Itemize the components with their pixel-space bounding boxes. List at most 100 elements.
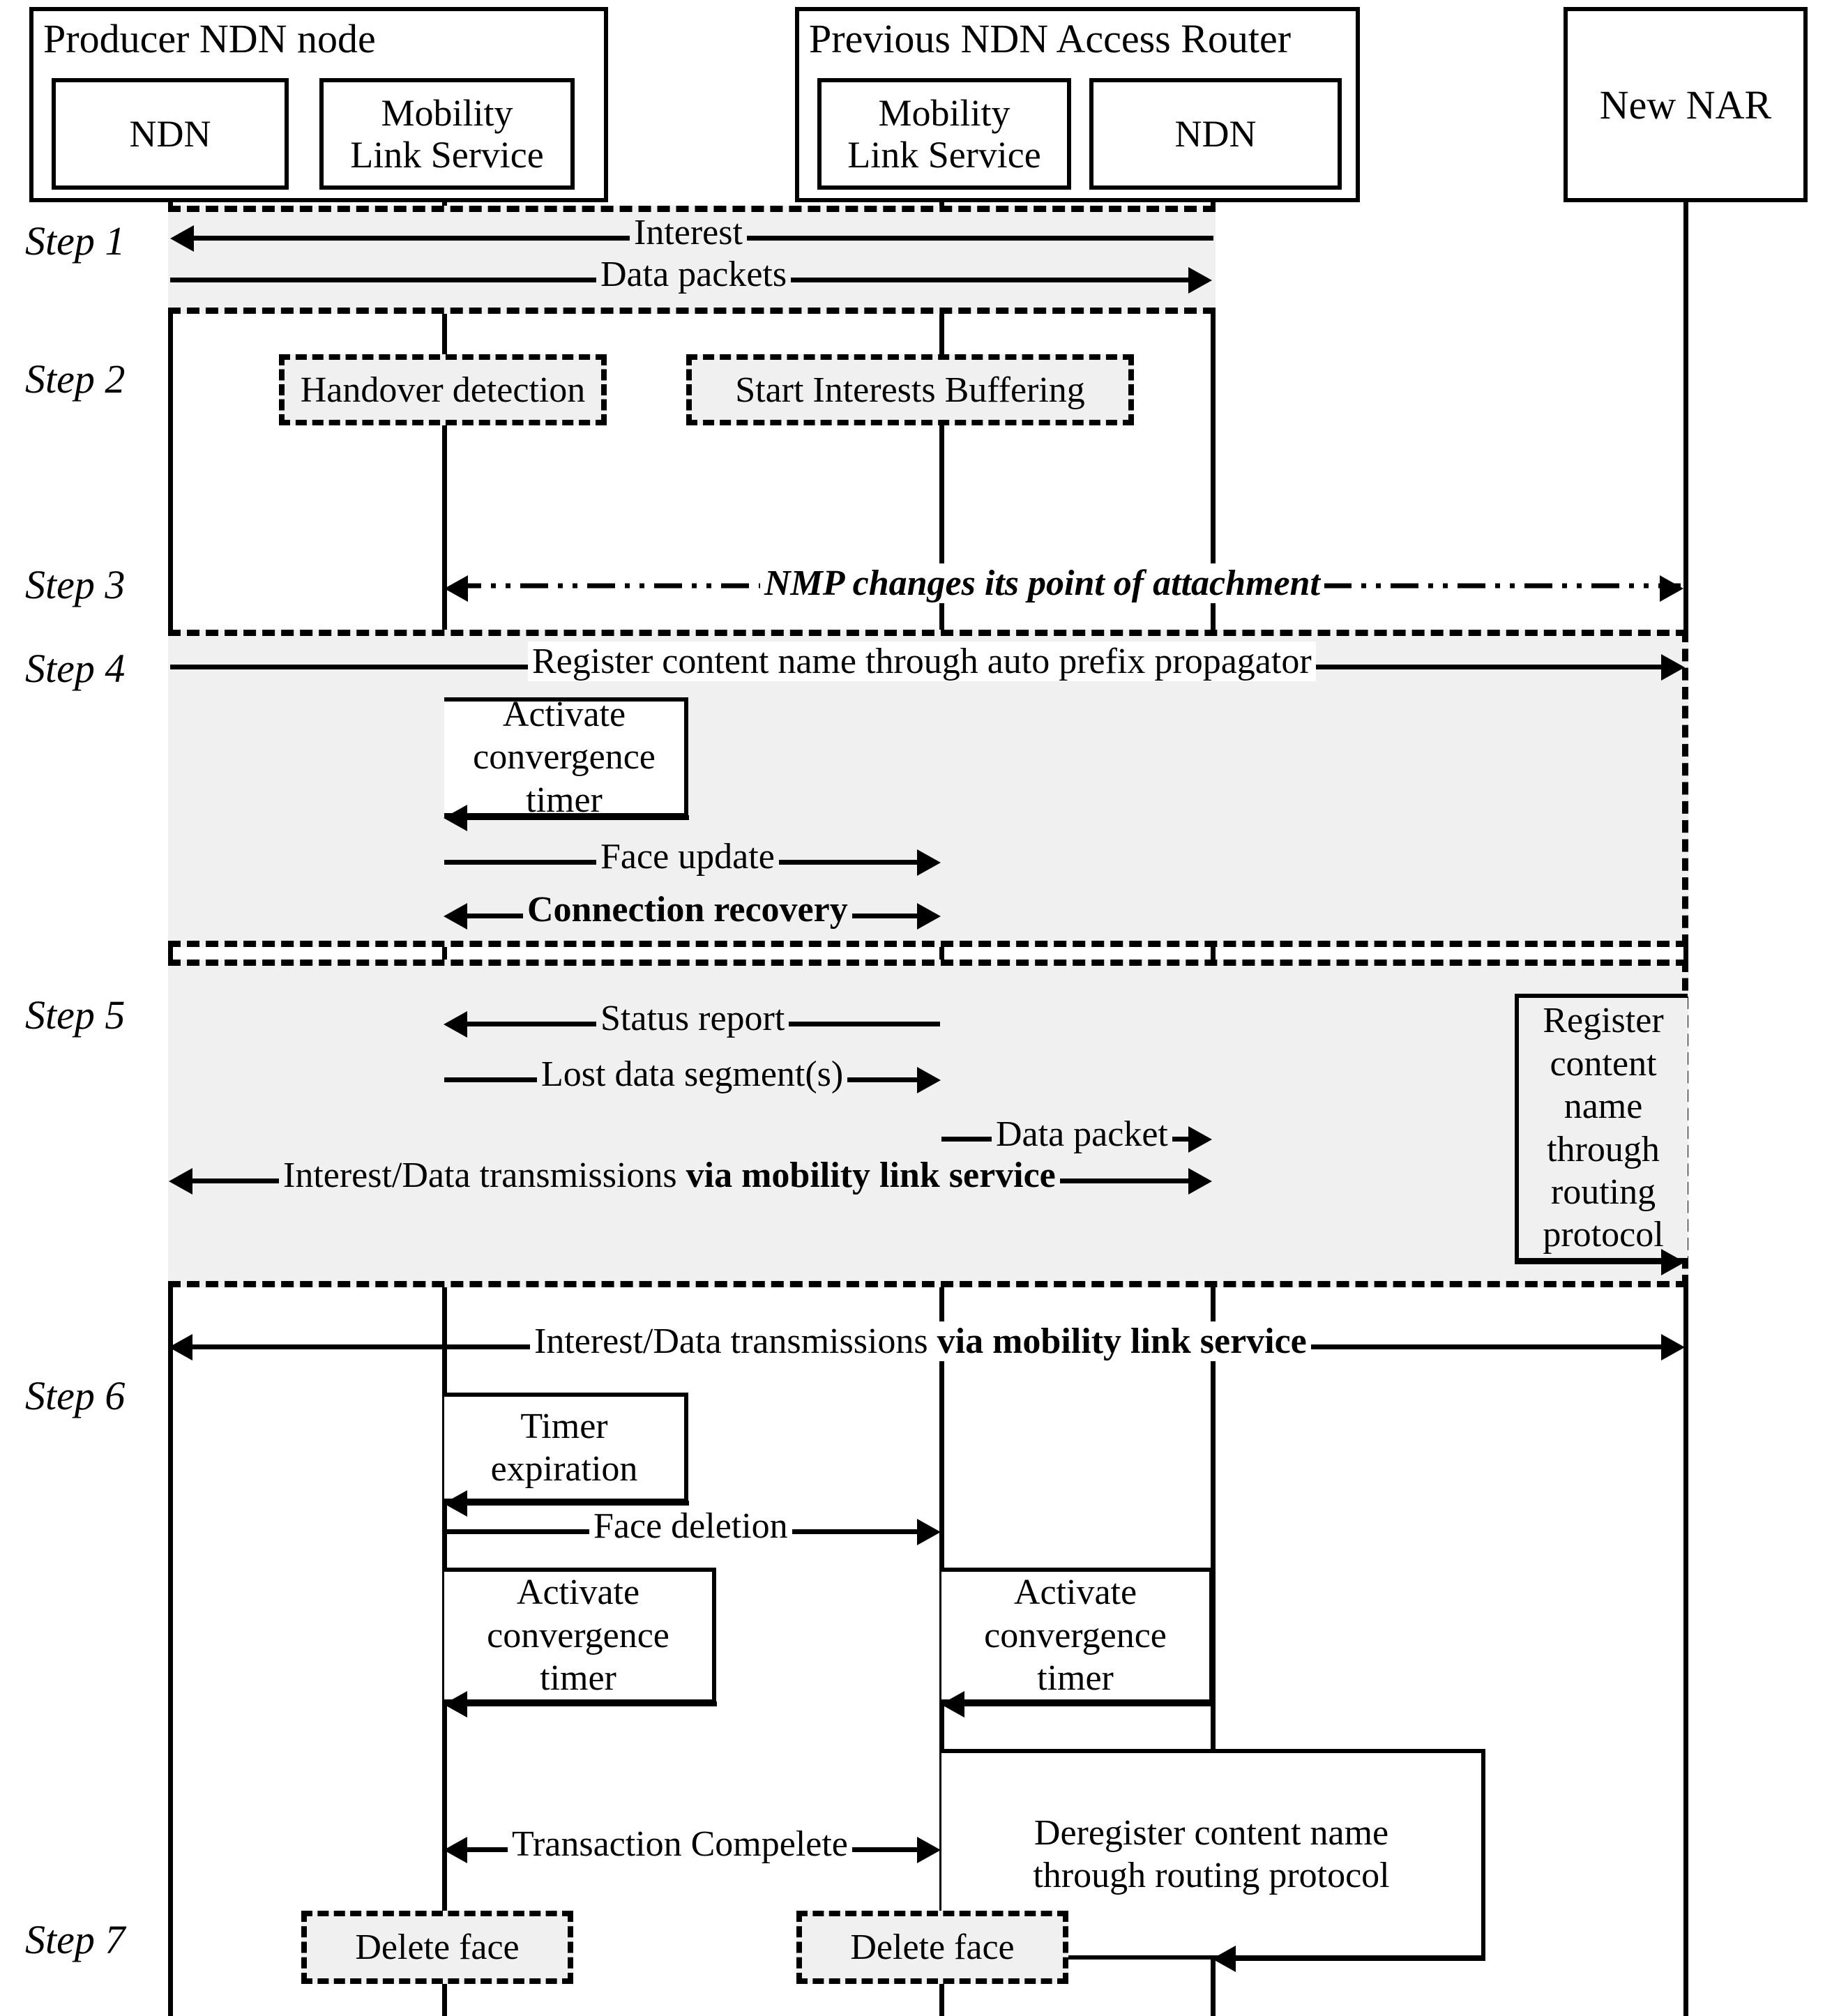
note-delete-face-right-label: Delete face: [850, 1927, 1015, 1967]
message-status-report-label: Status report: [596, 999, 789, 1039]
message-lost-data-segments-label: Lost data segment(s): [537, 1054, 848, 1095]
message-data-packets-label: Data packets: [596, 255, 792, 295]
step-label-step2: Step 2: [25, 356, 126, 402]
note-activate-convergence-timer-3-line1: Activate: [1013, 1572, 1137, 1613]
message-status-report-arrowhead: [444, 1011, 467, 1038]
message-interest-data-tx-a-label-bold: via mobility link service: [686, 1155, 1056, 1195]
message-nmp-change-label: NMP changes its point of attachment: [760, 563, 1324, 604]
message-interest-data-tx-a-label: Interest/Data transmissions via mobility…: [279, 1155, 1060, 1196]
lane-label-pnar-mls-line2: Link Service: [847, 134, 1041, 176]
message-nmp-change-arrowhead-right: [1660, 575, 1683, 602]
note-activate-convergence-timer-3: Activate convergence timer: [941, 1568, 1213, 1704]
message-connection-recovery-arrowhead-right: [917, 903, 941, 930]
note-activate-convergence-timer-3-line3: timer: [1037, 1658, 1114, 1699]
step-label-step6: Step 6: [25, 1373, 126, 1418]
lane-label-producer-mls-line1: Mobility: [381, 91, 513, 134]
message-interest-data-tx-a-arrowhead-right: [1188, 1168, 1212, 1195]
message-interest-data-tx-a-label-normal: Interest/Data transmissions: [283, 1155, 686, 1195]
note-register-routing-protocol: Register content name through routing pr…: [1515, 994, 1688, 1262]
lane-label-producer-mls-line2: Link Service: [350, 134, 544, 176]
note-activate-convergence-timer-3-return-line: [963, 1702, 1214, 1706]
note-register-routing-protocol-return-line: [1515, 1259, 1663, 1264]
lane-box-pnar-ndn: NDN: [1089, 78, 1342, 190]
message-transaction-complete-arrowhead-right: [917, 1837, 941, 1863]
lane-label-pnar-ndn: NDN: [1174, 112, 1257, 155]
note-delete-face-left: Delete face: [301, 1911, 573, 1984]
note-timer-expiration-line2: expiration: [490, 1449, 638, 1489]
message-interest-data-tx-b-arrowhead-right: [1661, 1334, 1685, 1361]
band-step4: [168, 630, 1688, 947]
selfcall-1-return-line: [466, 815, 689, 820]
message-interest-data-tx-b-label-bold: via mobility link service: [937, 1321, 1307, 1361]
message-interest-data-tx-b-label: Interest/Data transmissions via mobility…: [530, 1321, 1311, 1362]
message-connection-recovery-label: Connection recovery: [523, 890, 852, 930]
message-interest-data-tx-b-arrowhead-left: [169, 1334, 192, 1361]
note-timer-expiration-line1: Timer: [520, 1406, 608, 1446]
note-activate-convergence-timer-2-line1: Activate: [516, 1572, 640, 1613]
lane-box-producer-mls: Mobility Link Service: [319, 78, 575, 190]
note-start-interests-buffering-label: Start Interests Buffering: [735, 370, 1085, 410]
note-register-routing-protocol-line4: through: [1547, 1129, 1660, 1169]
note-register-routing-protocol-line1: Register: [1543, 1001, 1664, 1041]
message-interest-data-tx-a-arrowhead-left: [169, 1168, 192, 1195]
message-interest-label: Interest: [630, 213, 747, 253]
message-transaction-complete-label: Transaction Compelete: [508, 1824, 852, 1865]
note-activate-convergence-timer-1-line1: Activate: [502, 694, 626, 734]
message-register-auto-prefix-arrowhead: [1661, 654, 1685, 681]
message-face-update-arrowhead: [917, 849, 941, 876]
note-deregister-content-name-line1: Deregister content name: [1034, 1812, 1389, 1853]
note-activate-convergence-timer-2: Activate convergence timer: [444, 1568, 716, 1704]
note-register-routing-protocol-line5: routing: [1550, 1172, 1656, 1212]
note-delete-face-left-label: Delete face: [355, 1927, 520, 1967]
note-deregister-content-name-return-line: [1234, 1956, 1485, 1961]
note-register-routing-protocol-line3: name: [1564, 1086, 1643, 1127]
note-timer-expiration-return-line: [466, 1501, 689, 1506]
note-activate-convergence-timer-2-line3: timer: [540, 1658, 616, 1699]
step-label-step7: Step 7: [25, 1917, 126, 1962]
lane-box-pnar-mls: Mobility Link Service: [817, 78, 1071, 190]
message-face-update-label: Face update: [596, 837, 779, 877]
note-register-routing-protocol-line6: protocol: [1543, 1215, 1664, 1255]
note-register-routing-protocol-line2: content: [1550, 1043, 1657, 1084]
message-nmp-change-arrowhead-left: [444, 575, 468, 602]
note-activate-convergence-timer-2-line2: convergence: [487, 1615, 669, 1655]
message-data-packets-arrowhead: [1188, 267, 1212, 294]
message-interest-arrowhead: [170, 225, 194, 252]
note-activate-convergence-timer-1-line3: timer: [526, 780, 603, 820]
participant-group-pnar-title: Previous NDN Access Router: [809, 16, 1292, 61]
step-label-step5: Step 5: [25, 992, 126, 1038]
note-activate-convergence-timer-1-line2: convergence: [473, 737, 656, 778]
note-start-interests-buffering: Start Interests Buffering: [686, 354, 1134, 425]
step-label-step1: Step 1: [25, 218, 126, 264]
message-register-auto-prefix-label: Register content name through auto prefi…: [528, 642, 1316, 682]
note-activate-convergence-timer-3-return-arrowhead: [941, 1691, 964, 1718]
message-data-packet-arrowhead: [1188, 1126, 1212, 1153]
participant-group-producer-title: Producer NDN node: [43, 16, 376, 61]
note-activate-convergence-timer-1: Activate convergence timer: [444, 695, 688, 820]
step-label-step4: Step 4: [25, 646, 126, 691]
selfcall-1-return-arrowhead: [444, 805, 467, 831]
note-activate-convergence-timer-3-line2: convergence: [984, 1615, 1167, 1655]
message-data-packet-label: Data packet: [992, 1114, 1172, 1155]
message-face-deletion-label: Face deletion: [589, 1506, 792, 1547]
note-timer-expiration-return-arrowhead: [444, 1490, 467, 1517]
note-timer-expiration: Timer expiration: [444, 1393, 688, 1503]
message-face-deletion-arrowhead: [917, 1519, 941, 1545]
message-interest-data-tx-b-label-normal: Interest/Data transmissions: [534, 1321, 937, 1361]
note-activate-convergence-timer-2-return-line: [466, 1702, 717, 1706]
lane-label-pnar-mls-line1: Mobility: [878, 91, 1010, 134]
lane-box-producer-ndn: NDN: [52, 78, 289, 190]
note-delete-face-right: Delete face: [796, 1911, 1068, 1984]
note-register-routing-protocol-return-arrowhead: [1661, 1249, 1685, 1275]
step-label-step3: Step 3: [25, 562, 126, 607]
message-lost-data-segments-arrowhead: [917, 1067, 941, 1093]
message-transaction-complete-arrowhead-left: [444, 1837, 467, 1863]
lane-label-producer-ndn: NDN: [129, 112, 211, 155]
participant-box-new-nar: New NAR: [1564, 7, 1808, 202]
note-activate-convergence-timer-2-return-arrowhead: [444, 1691, 467, 1718]
band-step5: [168, 960, 1688, 1287]
note-deregister-content-name-return-arrowhead: [1212, 1946, 1236, 1972]
message-connection-recovery-arrowhead-left: [444, 903, 467, 930]
note-deregister-content-name-line2: through routing protocol: [1033, 1856, 1390, 1895]
